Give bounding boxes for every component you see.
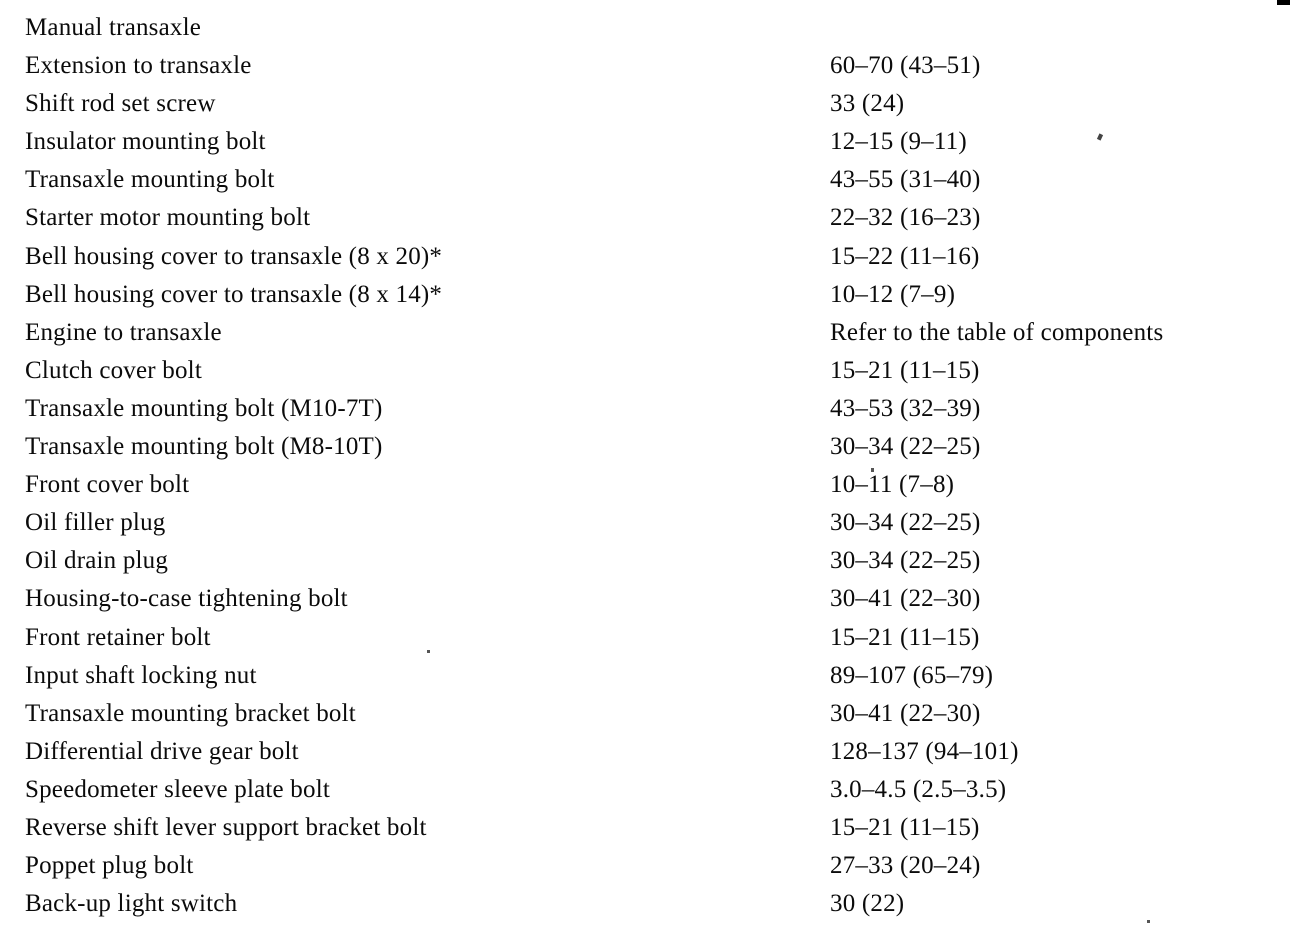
spec-item-label: Transaxle mounting bolt (M8-10T) [25, 433, 383, 461]
spec-row: Insulator mounting bolt 12–15 (9–11) [0, 123, 1312, 161]
spec-torque-value: 22–32 (16–23) [830, 204, 981, 232]
spec-torque-value: 33 (24) [830, 90, 905, 118]
spec-item-label: Extension to transaxle [25, 52, 252, 80]
spec-item-label: Transaxle mounting bolt [25, 166, 275, 194]
spec-item-label: Insulator mounting bolt [25, 128, 266, 156]
spec-row: Shift rod set screw 33 (24) [0, 85, 1312, 123]
spec-torque-value: 15–21 (11–15) [830, 623, 980, 651]
scan-speck [871, 468, 874, 472]
spec-row: Front cover bolt 10–11 (7–8) [0, 466, 1312, 504]
scan-artifact-mark [1277, 0, 1290, 5]
spec-torque-value: 60–70 (43–51) [830, 52, 981, 80]
spec-torque-value: 3.0–4.5 (2.5–3.5) [830, 775, 1007, 803]
spec-row: Front retainer bolt 15–21 (11–15) [0, 619, 1312, 657]
spec-row: Speedometer sleeve plate bolt 3.0–4.5 (2… [0, 771, 1312, 809]
spec-row: Engine to transaxle Refer to the table o… [0, 314, 1312, 352]
spec-row: Input shaft locking nut 89–107 (65–79) [0, 657, 1312, 695]
spec-torque-value: 10–12 (7–9) [830, 280, 956, 308]
spec-torque-value: 30–34 (22–25) [830, 547, 981, 575]
spec-item-label: Transaxle mounting bracket bolt [25, 699, 356, 727]
spec-row: Reverse shift lever support bracket bolt… [0, 809, 1312, 847]
spec-item-label: Bell housing cover to transaxle (8 x 14)… [25, 280, 443, 308]
spec-item-label: Oil drain plug [25, 547, 169, 575]
spec-torque-value: Refer to the table of components [830, 318, 1164, 346]
spec-torque-value: 15–21 (11–15) [830, 813, 980, 841]
spec-torque-value: 15–22 (11–16) [830, 242, 980, 270]
spec-row: Transaxle mounting bolt (M10-7T) 43–53 (… [0, 390, 1312, 428]
spec-item-label: Engine to transaxle [25, 318, 222, 346]
spec-item-label: Reverse shift lever support bracket bolt [25, 813, 427, 841]
spec-item-label: Housing-to-case tightening bolt [25, 585, 348, 613]
scan-speck [427, 650, 430, 653]
spec-row: Transaxle mounting bolt (M8-10T) 30–34 (… [0, 428, 1312, 466]
spec-item-label: Front retainer bolt [25, 623, 211, 651]
spec-torque-value: 43–53 (32–39) [830, 394, 981, 422]
spec-item-label: Shift rod set screw [25, 90, 216, 118]
spec-item-label: Input shaft locking nut [25, 661, 257, 689]
spec-torque-value: 30–41 (22–30) [830, 699, 981, 727]
spec-torque-value: 43–55 (31–40) [830, 166, 981, 194]
spec-row: Oil filler plug 30–34 (22–25) [0, 504, 1312, 542]
spec-torque-value: 30–34 (22–25) [830, 433, 981, 461]
spec-item-label: Clutch cover bolt [25, 356, 202, 384]
section-heading-row: Manual transaxle [0, 9, 1312, 47]
spec-row: Transaxle mounting bolt 43–55 (31–40) [0, 161, 1312, 199]
spec-row: Clutch cover bolt 15–21 (11–15) [0, 352, 1312, 390]
spec-item-label: Front cover bolt [25, 471, 190, 499]
spec-torque-value: 30–41 (22–30) [830, 585, 981, 613]
spec-item-label: Starter motor mounting bolt [25, 204, 311, 232]
spec-row: Transaxle mounting bracket bolt 30–41 (2… [0, 695, 1312, 733]
spec-torque-value: 128–137 (94–101) [830, 737, 1019, 765]
spec-item-label: Differential drive gear bolt [25, 737, 299, 765]
spec-row: Extension to transaxle 60–70 (43–51) [0, 47, 1312, 85]
spec-item-label: Poppet plug bolt [25, 852, 194, 880]
section-heading: Manual transaxle [25, 14, 202, 41]
spec-torque-value: 30 (22) [830, 890, 905, 918]
spec-row: Bell housing cover to transaxle (8 x 20)… [0, 238, 1312, 276]
spec-item-label: Speedometer sleeve plate bolt [25, 775, 330, 803]
spec-torque-value: 15–21 (11–15) [830, 356, 980, 384]
scan-speck [1147, 920, 1150, 923]
spec-row: Starter motor mounting bolt 22–32 (16–23… [0, 199, 1312, 237]
spec-item-label: Oil filler plug [25, 509, 166, 537]
spec-row: Differential drive gear bolt 128–137 (94… [0, 733, 1312, 771]
spec-item-label: Transaxle mounting bolt (M10-7T) [25, 394, 383, 422]
spec-row: Housing-to-case tightening bolt 30–41 (2… [0, 580, 1312, 618]
spec-row: Poppet plug bolt 27–33 (20–24) [0, 847, 1312, 885]
spec-torque-value: 30–34 (22–25) [830, 509, 981, 537]
spec-item-label: Bell housing cover to transaxle (8 x 20)… [25, 242, 443, 270]
spec-row: Oil drain plug 30–34 (22–25) [0, 542, 1312, 580]
spec-row: Bell housing cover to transaxle (8 x 14)… [0, 276, 1312, 314]
spec-item-label: Back-up light switch [25, 890, 238, 918]
spec-torque-value: 10–11 (7–8) [830, 471, 955, 499]
spec-torque-value: 12–15 (9–11) [830, 128, 967, 156]
spec-row: Back-up light switch 30 (22) [0, 885, 1312, 923]
spec-torque-value: 27–33 (20–24) [830, 852, 981, 880]
spec-torque-value: 89–107 (65–79) [830, 661, 994, 689]
